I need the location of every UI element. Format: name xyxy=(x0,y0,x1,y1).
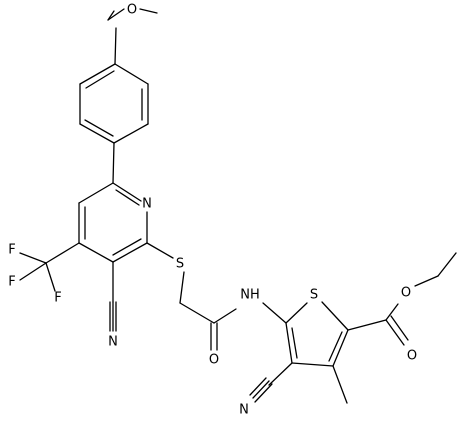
bond xyxy=(112,238,142,256)
atom-labels: O N F F F S N NH O S O O N xyxy=(8,3,417,418)
bond xyxy=(115,189,140,206)
bond xyxy=(254,383,273,403)
bond xyxy=(390,315,409,341)
atom-o-methoxy: O xyxy=(127,3,137,18)
bond xyxy=(114,63,149,85)
bond xyxy=(79,123,115,144)
atom-n-nitrile-pyridine: N xyxy=(108,335,118,350)
bond xyxy=(113,123,149,144)
bond xyxy=(19,252,47,264)
bond xyxy=(84,119,114,137)
bond xyxy=(107,10,115,21)
atom-o-ester-ether: O xyxy=(401,286,411,301)
bond xyxy=(414,275,439,287)
bond xyxy=(249,377,267,396)
bond xyxy=(78,182,114,204)
atom-n-nitrile-thiophene: N xyxy=(239,403,249,418)
bond xyxy=(332,365,348,404)
bond xyxy=(139,8,158,14)
bond xyxy=(328,331,343,362)
atom-f: F xyxy=(8,275,15,290)
bond xyxy=(179,302,215,324)
bond xyxy=(213,308,237,324)
atom-f: F xyxy=(54,291,61,306)
bond xyxy=(291,362,334,367)
bond xyxy=(78,242,114,263)
atom-o-amide: O xyxy=(209,353,219,368)
bond xyxy=(112,142,115,184)
bonds xyxy=(19,8,457,404)
bond xyxy=(112,182,142,202)
bond xyxy=(291,327,298,359)
atom-o-ester-carbonyl: O xyxy=(407,349,417,364)
bond xyxy=(45,242,80,264)
bond xyxy=(347,319,387,331)
bond xyxy=(146,242,174,259)
atom-s-thiophene: S xyxy=(310,288,318,303)
bond xyxy=(332,329,349,367)
bond xyxy=(45,262,56,292)
bond xyxy=(268,362,293,386)
bond xyxy=(437,252,457,277)
bond xyxy=(285,322,293,364)
atom-s-thioether: S xyxy=(176,257,184,272)
bond xyxy=(79,63,116,85)
bond xyxy=(262,302,287,324)
bond xyxy=(19,262,47,281)
bond xyxy=(112,242,148,263)
bond xyxy=(285,302,308,324)
bond xyxy=(321,301,349,331)
bond xyxy=(252,380,270,399)
bond xyxy=(85,70,115,89)
bond xyxy=(385,303,399,321)
bond xyxy=(179,271,185,304)
bond xyxy=(114,27,117,65)
atom-f: F xyxy=(8,243,15,258)
atom-nh-amide: NH xyxy=(240,288,260,303)
bond xyxy=(385,319,405,346)
bond xyxy=(107,8,125,21)
atom-n-pyridine: N xyxy=(142,197,152,212)
